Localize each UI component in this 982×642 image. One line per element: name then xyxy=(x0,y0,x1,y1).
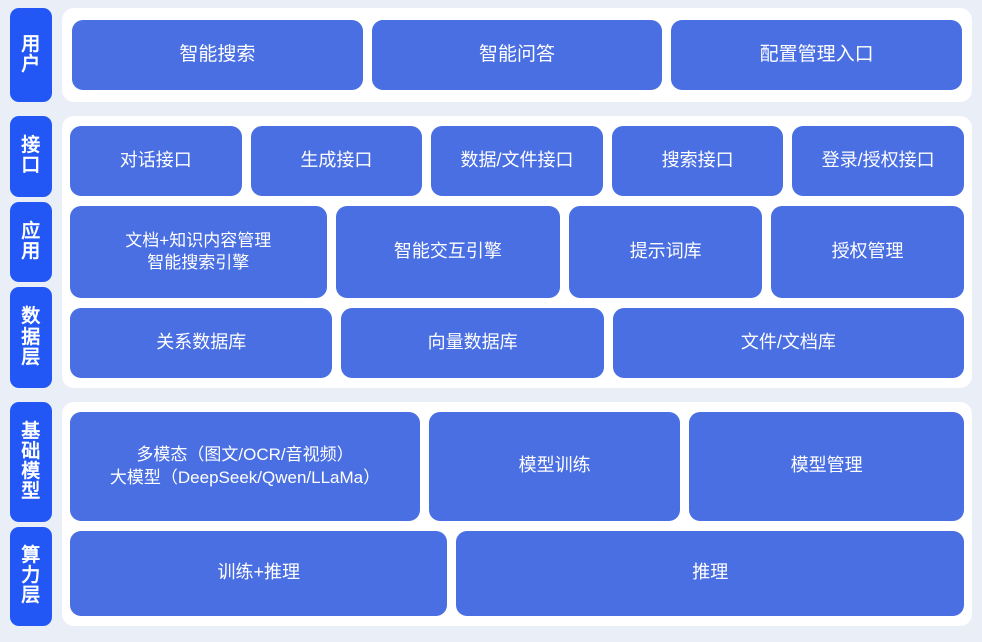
box-multimodal-large-model[interactable]: 多模态（图文/OCR/音视频） 大模型（DeepSeek/Qwen/LLaMa） xyxy=(70,412,421,521)
row-user-1: 智能搜索 智能问答 配置管理入口 xyxy=(72,20,963,90)
row-application: 文档+知识内容管理 智能搜索引擎 智能交互引擎 提示词库 授权管理 xyxy=(70,206,964,298)
section-middle: 接口 应用 数据层 对话接口 生成接口 数据/文件接口 搜索接口 登录/授权接口… xyxy=(10,116,972,388)
layer-tab-compute-power[interactable]: 算力层 xyxy=(10,526,52,626)
box-dialog-interface[interactable]: 对话接口 xyxy=(70,126,242,197)
panel-user: 智能搜索 智能问答 配置管理入口 xyxy=(62,8,972,102)
box-authorization-management[interactable]: 授权管理 xyxy=(771,206,964,298)
row-data: 关系数据库 向量数据库 文件/文档库 xyxy=(70,307,964,379)
box-smart-search[interactable]: 智能搜索 xyxy=(72,20,363,90)
layer-tab-application[interactable]: 应用 xyxy=(10,201,52,283)
box-training-plus-inference[interactable]: 训练+推理 xyxy=(70,530,448,616)
box-model-management[interactable]: 模型管理 xyxy=(689,412,964,521)
box-smart-qa[interactable]: 智能问答 xyxy=(371,20,663,90)
box-inference[interactable]: 推理 xyxy=(456,530,964,616)
box-login-auth-interface[interactable]: 登录/授权接口 xyxy=(792,126,964,197)
row-foundation-model: 多模态（图文/OCR/音视频） 大模型（DeepSeek/Qwen/LLaMa）… xyxy=(70,412,964,521)
layer-tab-data[interactable]: 数据层 xyxy=(10,287,52,388)
box-config-management-entry[interactable]: 配置管理入口 xyxy=(671,20,963,90)
box-relational-database[interactable]: 关系数据库 xyxy=(70,307,333,379)
section-user: 用户 智能搜索 智能问答 配置管理入口 xyxy=(10,8,972,102)
panel-middle: 对话接口 生成接口 数据/文件接口 搜索接口 登录/授权接口 文档+知识内容管理… xyxy=(62,116,972,388)
tab-column-user: 用户 xyxy=(10,8,52,102)
box-doc-knowledge-management[interactable]: 文档+知识内容管理 智能搜索引擎 xyxy=(70,206,327,298)
layer-tab-foundation-model[interactable]: 基础模型 xyxy=(10,402,52,522)
row-interface: 对话接口 生成接口 数据/文件接口 搜索接口 登录/授权接口 xyxy=(70,126,964,197)
section-bottom: 基础模型 算力层 多模态（图文/OCR/音视频） 大模型（DeepSeek/Qw… xyxy=(10,402,972,626)
box-data-file-interface[interactable]: 数据/文件接口 xyxy=(431,126,603,197)
layer-tab-interface[interactable]: 接口 xyxy=(10,116,52,197)
box-search-interface[interactable]: 搜索接口 xyxy=(611,126,784,197)
box-file-document-store[interactable]: 文件/文档库 xyxy=(612,307,964,379)
tab-column-bottom: 基础模型 算力层 xyxy=(10,402,52,626)
box-prompt-library[interactable]: 提示词库 xyxy=(569,206,763,298)
tab-column-middle: 接口 应用 数据层 xyxy=(10,116,52,388)
box-smart-interaction-engine[interactable]: 智能交互引擎 xyxy=(335,206,561,298)
row-compute-power: 训练+推理 推理 xyxy=(70,530,964,616)
box-generation-interface[interactable]: 生成接口 xyxy=(250,126,423,197)
layer-tab-user[interactable]: 用户 xyxy=(10,8,52,102)
box-model-training[interactable]: 模型训练 xyxy=(429,412,681,521)
box-vector-database[interactable]: 向量数据库 xyxy=(341,307,604,379)
panel-bottom: 多模态（图文/OCR/音视频） 大模型（DeepSeek/Qwen/LLaMa）… xyxy=(62,402,972,626)
